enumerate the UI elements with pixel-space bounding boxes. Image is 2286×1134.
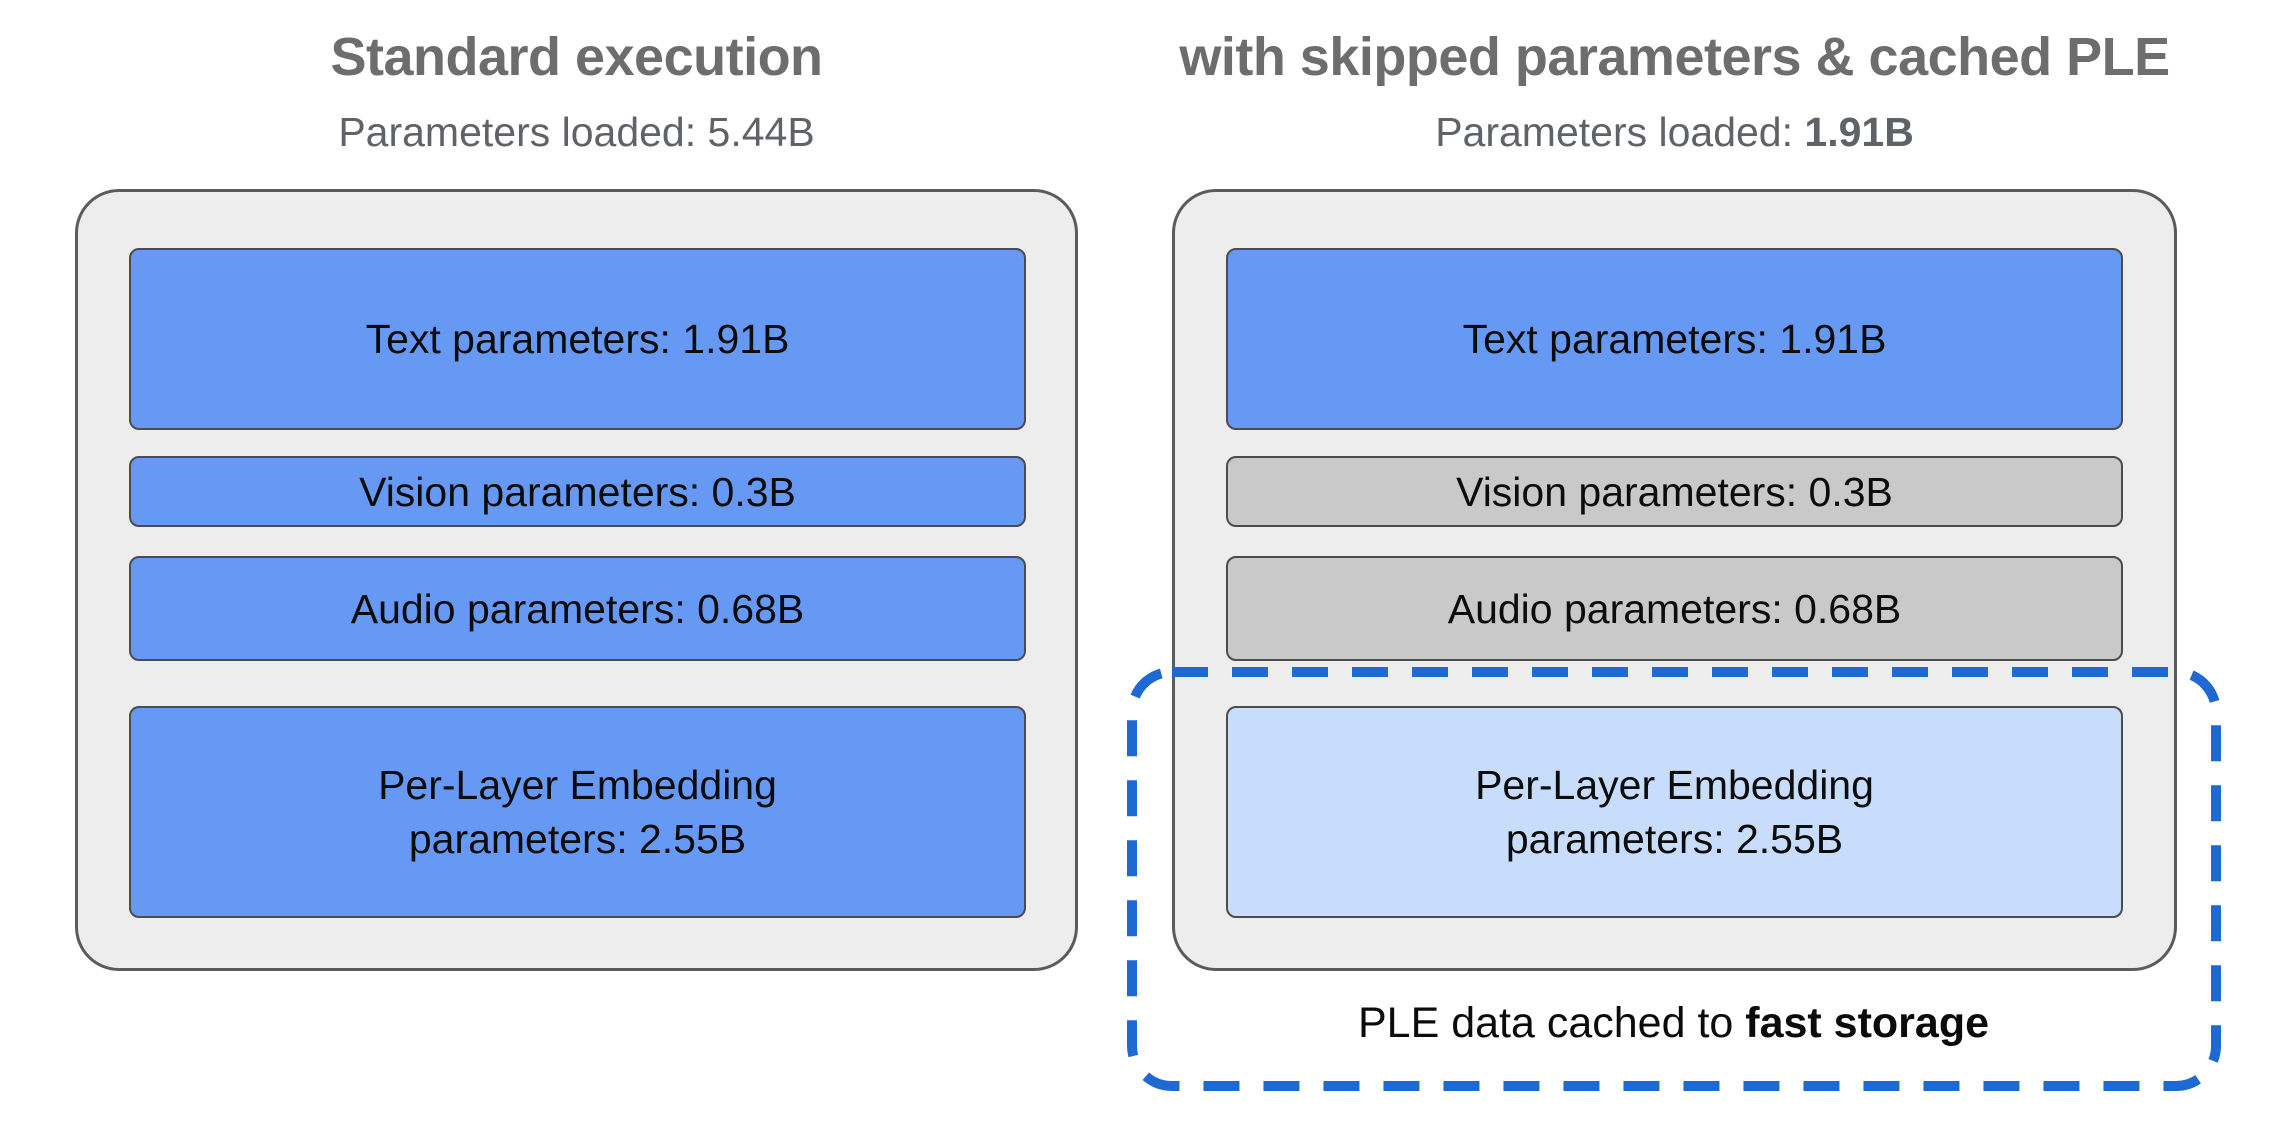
ple-params-label-line2: parameters: 2.55B — [1505, 816, 1844, 862]
ple-params-label-line2: parameters: 2.55B — [408, 816, 747, 862]
params-loaded-label: Parameters loaded: — [338, 109, 708, 155]
standard-vision-params-box: Vision parameters: 0.3B — [129, 456, 1026, 527]
ple-params-label-line1: Per-Layer Embedding — [378, 762, 777, 808]
params-loaded-value: 1.91B — [1804, 109, 1914, 155]
standard-audio-params-box: Audio parameters: 0.68B — [129, 556, 1026, 661]
params-loaded-label: Parameters loaded: — [1435, 109, 1805, 155]
standard-execution-subtitle: Parameters loaded: 5.44B — [75, 106, 1078, 158]
skipped-cached-title: with skipped parameters & cached PLE — [1179, 27, 2170, 87]
text-params-label: Text parameters: 1.91B — [365, 316, 790, 362]
cached-ple-params-box: Per-Layer Embedding parameters: 2.55B — [1226, 706, 2123, 918]
vision-params-label: Vision parameters: 0.3B — [359, 468, 796, 515]
skipped-cached-subtitle: Parameters loaded: 1.91B — [1172, 106, 2177, 158]
params-loaded-value: 5.44B — [707, 109, 815, 155]
ple-caption-emphasis: fast storage — [1745, 999, 1990, 1047]
audio-params-label: Audio parameters: 0.68B — [350, 585, 805, 632]
standard-text-params-box: Text parameters: 1.91B — [129, 248, 1026, 430]
standard-ple-params-box: Per-Layer Embedding parameters: 2.55B — [129, 706, 1026, 918]
audio-params-label: Audio parameters: 0.68B — [1447, 585, 1902, 632]
standard-model-container: Text parameters: 1.91B Vision parameters… — [75, 189, 1078, 971]
standard-execution-title: Standard execution — [330, 27, 823, 87]
skipped-text-params-box: Text parameters: 1.91B — [1226, 248, 2123, 430]
skipped-audio-params-box: Audio parameters: 0.68B — [1226, 556, 2123, 661]
vision-params-label: Vision parameters: 0.3B — [1456, 468, 1893, 515]
skipped-vision-params-box: Vision parameters: 0.3B — [1226, 456, 2123, 527]
ple-caption-text: PLE data cached to — [1357, 999, 1746, 1047]
skipped-model-container: Text parameters: 1.91B Vision parameters… — [1172, 189, 2177, 971]
ple-cache-caption: PLE data cached to fast storage — [1132, 998, 2215, 1048]
ple-params-label-line1: Per-Layer Embedding — [1475, 762, 1874, 808]
text-params-label: Text parameters: 1.91B — [1462, 316, 1887, 362]
